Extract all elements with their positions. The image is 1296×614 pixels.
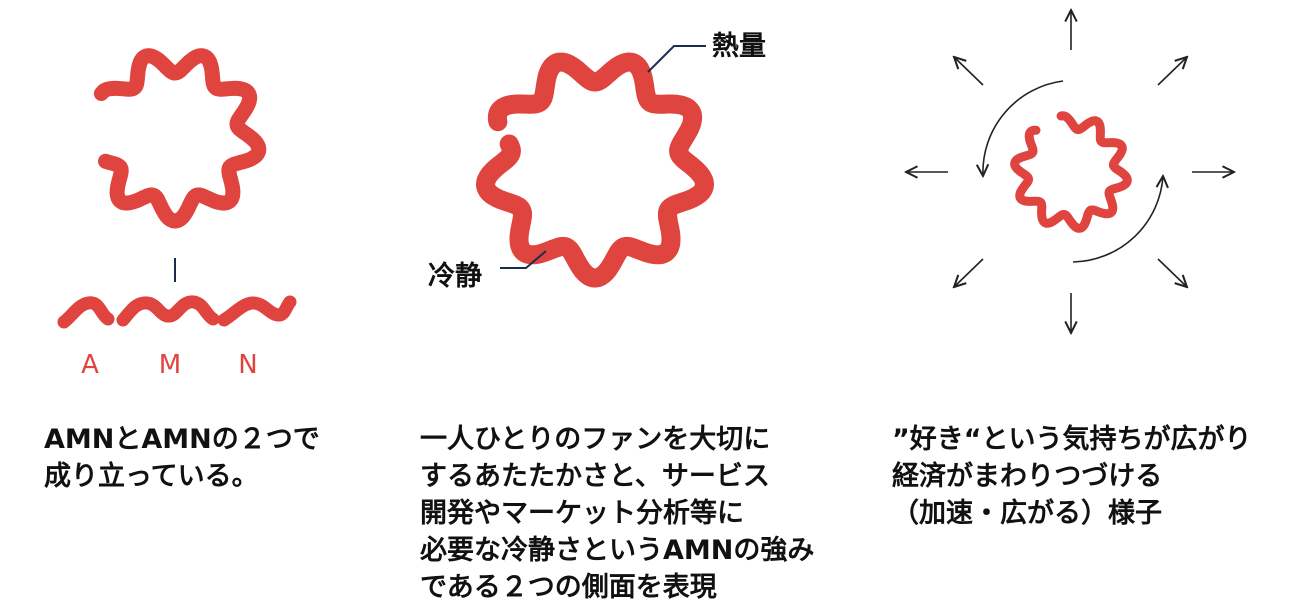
arrow-up-left bbox=[954, 57, 984, 86]
wave-m bbox=[116, 295, 220, 327]
label-line-top bbox=[647, 45, 706, 73]
caption-2: 一人ひとりのファンを大切に するあたたかさと、サービス 開発やマーケット分析等に… bbox=[420, 421, 814, 606]
caption-2-line: するあたたかさと、サービス bbox=[420, 461, 770, 492]
panel-1-graphic: A M N bbox=[57, 48, 297, 380]
caption-2-line: 一人ひとりのファンを大切に bbox=[420, 424, 771, 455]
letter-a: A bbox=[81, 350, 99, 380]
caption-2-line: 開発やマーケット分析等に bbox=[420, 498, 744, 529]
caption-2-line: である２つの側面を表現 bbox=[420, 572, 717, 603]
panel-2-graphic: 熱量 冷静 bbox=[428, 31, 766, 292]
arrow-up-right bbox=[1157, 57, 1187, 86]
rotation-arc-right bbox=[1072, 176, 1163, 263]
letter-n: N bbox=[238, 350, 257, 380]
wave-n bbox=[217, 295, 297, 327]
wavy-ring-1 bbox=[93, 48, 267, 229]
arrow-down-left bbox=[954, 258, 984, 287]
wave-a bbox=[57, 296, 115, 329]
caption-1-line: 成り立っている。 bbox=[44, 461, 259, 492]
rotation-arc-left bbox=[983, 80, 1064, 176]
outward-arrows bbox=[906, 10, 1234, 333]
caption-3-line: ”好き“という気持ちが広がり bbox=[892, 424, 1252, 455]
label-bottom: 冷静 bbox=[428, 261, 482, 292]
caption-1: AMNとAMNの２つで 成り立っている。 bbox=[44, 421, 320, 495]
caption-3-line: 経済がまわりつづける bbox=[892, 461, 1163, 492]
caption-3: ”好き“という気持ちが広がり 経済がまわりつづける （加速・広がる）様子 bbox=[892, 421, 1252, 532]
label-top: 熱量 bbox=[712, 31, 766, 62]
label-line-bottom bbox=[500, 250, 547, 269]
wavy-ring-3 bbox=[1010, 111, 1132, 233]
arrow-down-right bbox=[1157, 258, 1187, 287]
wavy-ring-2-warm-arc bbox=[487, 52, 714, 228]
caption-1-line: AMNとAMNの２つで bbox=[44, 424, 320, 455]
caption-3-line: （加速・広がる）様子 bbox=[892, 498, 1162, 529]
caption-2-line: 必要な冷静さというAMNの強み bbox=[420, 535, 815, 566]
panel-3-graphic bbox=[906, 10, 1234, 333]
wavy-ring-2-cool-arc bbox=[476, 134, 681, 288]
letter-m: M bbox=[159, 350, 181, 380]
